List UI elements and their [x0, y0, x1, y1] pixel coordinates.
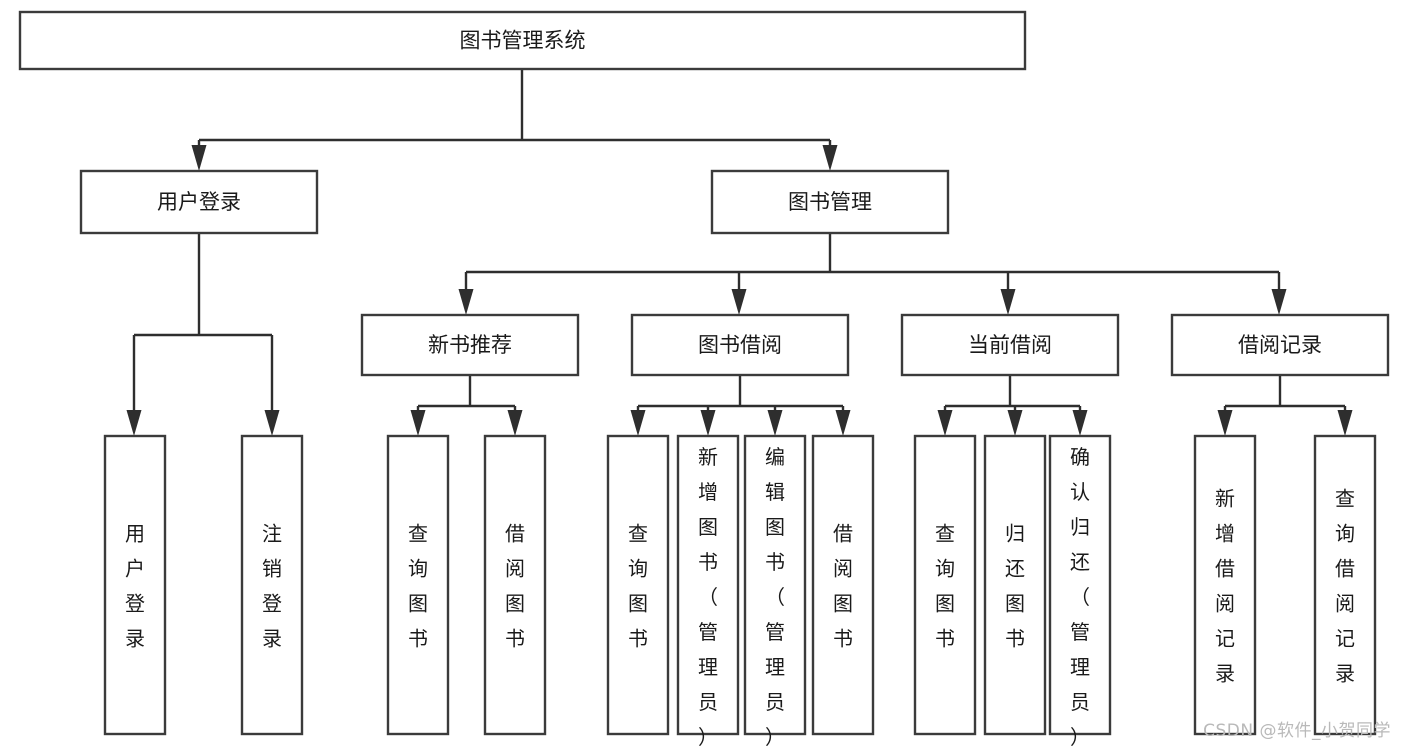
node-leaf-query-book-rec[interactable]: 查询图书 [386, 434, 450, 736]
node-borrow-record[interactable]: 借阅记录 [1170, 313, 1390, 377]
connector-group-user-login [126, 233, 280, 436]
node-box[interactable] [630, 313, 850, 377]
node-label: 查询图书 [935, 521, 955, 650]
node-box[interactable] [1313, 434, 1377, 736]
connector-arrowhead-icon [191, 145, 207, 171]
connector-group-book-manage [458, 233, 1287, 315]
node-label: 用户登录 [125, 521, 145, 650]
node-label: 图书管理 [788, 190, 872, 214]
connector-arrowhead-icon [835, 410, 851, 436]
node-leaf-query-book-current[interactable]: 查询图书 [913, 434, 977, 736]
connector-group-current-borrow [937, 375, 1088, 436]
node-box[interactable] [1170, 313, 1390, 377]
watermark-label: CSDN @软件_小贺同学 [1203, 721, 1391, 741]
node-box[interactable] [743, 434, 807, 736]
node-box[interactable] [18, 10, 1027, 71]
connector-arrowhead-icon [1337, 410, 1353, 436]
node-book-manage[interactable]: 图书管理 [710, 169, 950, 235]
node-leaf-add-record[interactable]: 新增借阅记录 [1193, 434, 1257, 736]
node-label: 借阅记录 [1238, 333, 1322, 357]
connector-group-root [191, 69, 838, 171]
connector-arrowhead-icon [1217, 410, 1233, 436]
connector-arrowhead-icon [1000, 289, 1016, 315]
connector-group-borrow-record [1217, 375, 1353, 436]
node-leaf-add-book[interactable]: 新增图书（管理员） [676, 434, 740, 747]
node-user-login[interactable]: 用户登录 [79, 169, 319, 235]
connector-arrowhead-icon [700, 410, 716, 436]
node-box[interactable] [386, 434, 450, 736]
node-label: 当前借阅 [968, 333, 1052, 357]
node-leaf-confirm-return[interactable]: 确认归还（管理员） [1048, 434, 1112, 747]
node-leaf-edit-book[interactable]: 编辑图书（管理员） [743, 434, 807, 747]
node-label: 借阅图书 [505, 521, 525, 650]
node-label: 新书推荐 [428, 333, 512, 357]
connector-arrowhead-icon [458, 289, 474, 315]
node-label: 图书借阅 [698, 333, 782, 357]
node-label: 编辑图书（管理员） [765, 445, 785, 747]
connector-arrowhead-icon [507, 410, 523, 436]
node-box[interactable] [676, 434, 740, 736]
node-leaf-query-record[interactable]: 查询借阅记录 [1313, 434, 1377, 736]
node-label: 新增图书（管理员） [698, 445, 718, 747]
connector-arrowhead-icon [1072, 410, 1088, 436]
node-box[interactable] [606, 434, 670, 736]
node-label: 查询借阅记录 [1335, 486, 1355, 685]
node-leaf-user-login[interactable]: 用户登录 [103, 434, 167, 736]
node-label: 注销登录 [262, 521, 282, 650]
node-leaf-borrow-book-rec[interactable]: 借阅图书 [483, 434, 547, 736]
node-root[interactable]: 图书管理系统 [18, 10, 1027, 71]
node-leaf-query-book-borrow[interactable]: 查询图书 [606, 434, 670, 736]
node-box[interactable] [103, 434, 167, 736]
node-box[interactable] [900, 313, 1120, 377]
node-box[interactable] [79, 169, 319, 235]
node-label: 查询图书 [408, 521, 428, 650]
node-leaf-return-book[interactable]: 归还图书 [983, 434, 1047, 736]
connector-group-new-book-rec [410, 375, 523, 436]
node-label: 图书管理系统 [460, 29, 586, 53]
connector-arrowhead-icon [1271, 289, 1287, 315]
connector-arrowhead-icon [767, 410, 783, 436]
connector-arrowhead-icon [630, 410, 646, 436]
connector-arrowhead-icon [264, 410, 280, 436]
node-box[interactable] [983, 434, 1047, 736]
node-leaf-borrow-book[interactable]: 借阅图书 [811, 434, 875, 736]
node-box[interactable] [913, 434, 977, 736]
node-box[interactable] [1048, 434, 1112, 736]
node-box[interactable] [1193, 434, 1257, 736]
node-box[interactable] [360, 313, 580, 377]
node-label: 借阅图书 [833, 521, 853, 650]
node-box[interactable] [710, 169, 950, 235]
node-box[interactable] [240, 434, 304, 736]
connector-arrowhead-icon [126, 410, 142, 436]
node-label: 查询图书 [628, 521, 648, 650]
node-leaf-logout[interactable]: 注销登录 [240, 434, 304, 736]
node-label: 确认归还（管理员） [1070, 445, 1090, 747]
node-current-borrow[interactable]: 当前借阅 [900, 313, 1120, 377]
connector-arrowhead-icon [1007, 410, 1023, 436]
node-box[interactable] [811, 434, 875, 736]
connector-arrowhead-icon [731, 289, 747, 315]
connector-arrowhead-icon [937, 410, 953, 436]
connectors-layer [126, 69, 1353, 436]
nodes-layer: 图书管理系统用户登录图书管理新书推荐图书借阅当前借阅借阅记录用户登录注销登录查询… [18, 10, 1390, 747]
connector-arrowhead-icon [410, 410, 426, 436]
connector-group-book-borrow [630, 375, 851, 436]
node-box[interactable] [483, 434, 547, 736]
node-new-book-rec[interactable]: 新书推荐 [360, 313, 580, 377]
node-label: 归还图书 [1005, 521, 1025, 650]
node-label: 用户登录 [157, 190, 241, 214]
connector-arrowhead-icon [822, 145, 838, 171]
node-label: 新增借阅记录 [1215, 486, 1235, 685]
node-book-borrow[interactable]: 图书借阅 [630, 313, 850, 377]
